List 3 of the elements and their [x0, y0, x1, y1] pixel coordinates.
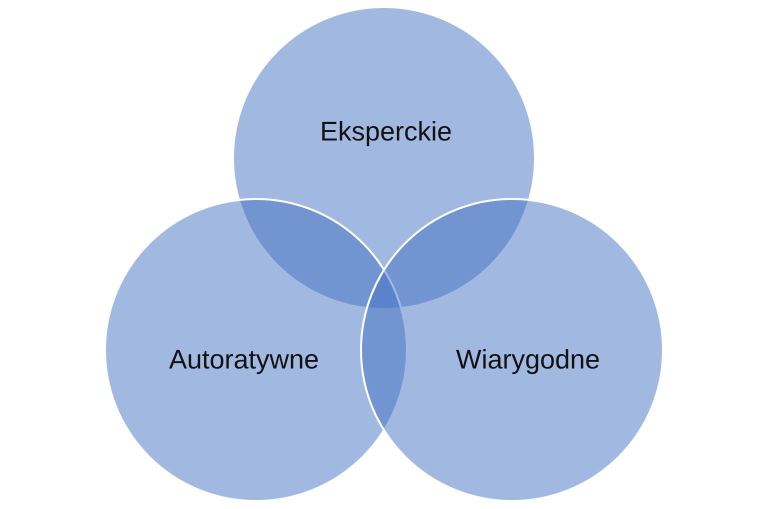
circle-label: Eksperckie — [320, 116, 452, 148]
circle-label: Wiarygodne — [456, 344, 600, 376]
circle-label: Autoratywne — [168, 344, 320, 376]
